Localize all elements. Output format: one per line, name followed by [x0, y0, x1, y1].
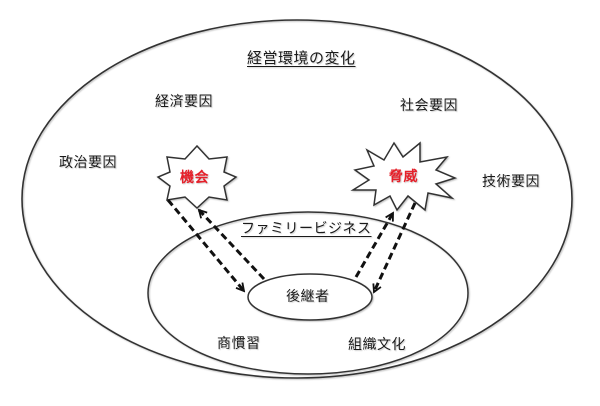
- arrow-threat-to-successor: [374, 202, 417, 292]
- family-business-ellipse: [147, 211, 469, 375]
- political-factor-label: 政治要因: [59, 155, 117, 171]
- organizational-culture-label: 組織文化: [348, 337, 406, 353]
- technological-factor-label: 技術要因: [482, 174, 540, 190]
- opportunity-label: 機会: [180, 170, 209, 186]
- threat-burst-icon: [350, 141, 458, 212]
- successor-label: 後継者: [286, 289, 330, 305]
- arrow-successor-to-threat: [354, 213, 395, 278]
- successor-ellipse: [247, 273, 373, 321]
- social-factor-label: 社会要因: [400, 98, 458, 114]
- opportunity-star-icon: [156, 144, 238, 210]
- threat-label: 脅威: [389, 169, 418, 185]
- economic-factor-label: 経済要因: [155, 94, 213, 110]
- family-business-title: ファミリービジネス: [241, 221, 372, 237]
- diagram-title: 経営環境の変化: [247, 49, 356, 67]
- environment-ellipse: [21, 19, 573, 379]
- trade-practice-label: 商慣習: [217, 336, 261, 352]
- arrow-successor-to-opportunity: [199, 210, 266, 281]
- arrow-opportunity-to-successor: [166, 199, 244, 291]
